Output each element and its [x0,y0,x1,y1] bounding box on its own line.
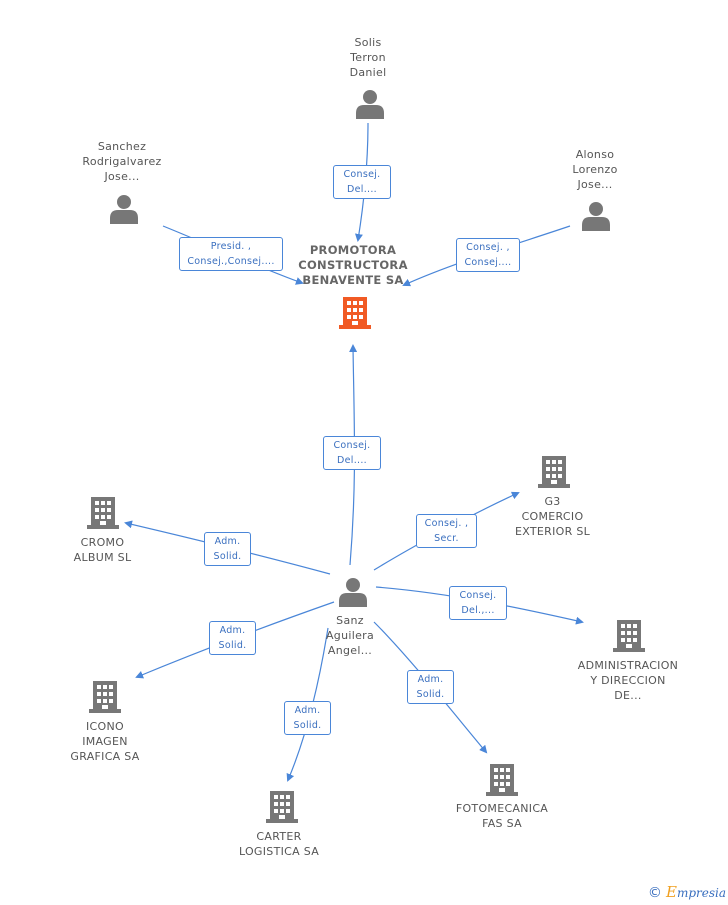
company-label-icono[interactable]: ICONO IMAGEN GRAFICA SA [70,720,140,763]
relation-badge-icono[interactable]: Adm. Solid. [209,621,256,655]
person-label-sanchez[interactable]: Sanchez Rodrigalvarez Jose... [82,140,162,183]
center-company-label[interactable]: PROMOTORA CONSTRUCTORA BENAVENTE SA [298,243,408,287]
building-icon-g3[interactable] [538,454,570,488]
relation-badge-sanchez[interactable]: Presid. , Consej.,Consej.... [179,237,283,271]
building-icon-admin[interactable] [613,618,645,652]
person-icon-solis[interactable] [356,89,384,119]
relation-badge-alonso[interactable]: Consej. , Consej.... [456,238,520,272]
person-label-solis[interactable]: Solis Terron Daniel [349,36,387,79]
person-label-sanz[interactable]: Sanz Aguilera Angel... [325,614,375,657]
company-label-cromo[interactable]: CROMO ALBUM SL [73,536,132,564]
person-icon-sanz[interactable] [339,577,367,607]
building-icon-main[interactable] [339,295,371,329]
company-label-g3[interactable]: G3 COMERCIO EXTERIOR SL [514,495,591,538]
company-label-carter[interactable]: CARTER LOGISTICA SA [238,830,320,858]
copyright-symbol: © [647,885,662,901]
brand-footer[interactable]: © Empresia [648,883,726,901]
relation-badge-g3[interactable]: Consej. , Secr. [416,514,477,548]
building-icon-carter[interactable] [266,789,298,823]
building-icon-foto[interactable] [486,762,518,796]
relation-badge-cromo[interactable]: Adm. Solid. [204,532,251,566]
relation-badge-foto[interactable]: Adm. Solid. [407,670,454,704]
relation-badge-solis[interactable]: Consej. Del.... [333,165,391,199]
person-icon-alonso[interactable] [582,201,610,231]
company-label-admin[interactable]: ADMINISTRACION Y DIRECCION DE... [577,659,679,702]
brand-logo-text: mpresia [676,886,726,900]
brand-logo-initial: E [665,883,677,901]
company-label-foto[interactable]: FOTOMECANICA FAS SA [455,802,549,830]
relation-badge-admin[interactable]: Consej. Del.,... [449,586,507,620]
person-label-alonso[interactable]: Alonso Lorenzo Jose... [572,148,618,191]
building-icon-cromo[interactable] [87,495,119,529]
relation-badge-carter[interactable]: Adm. Solid. [284,701,331,735]
relation-badge-sanz-main[interactable]: Consej. Del.... [323,436,381,470]
person-icon-sanchez[interactable] [110,194,138,224]
building-icon-icono[interactable] [89,679,121,713]
